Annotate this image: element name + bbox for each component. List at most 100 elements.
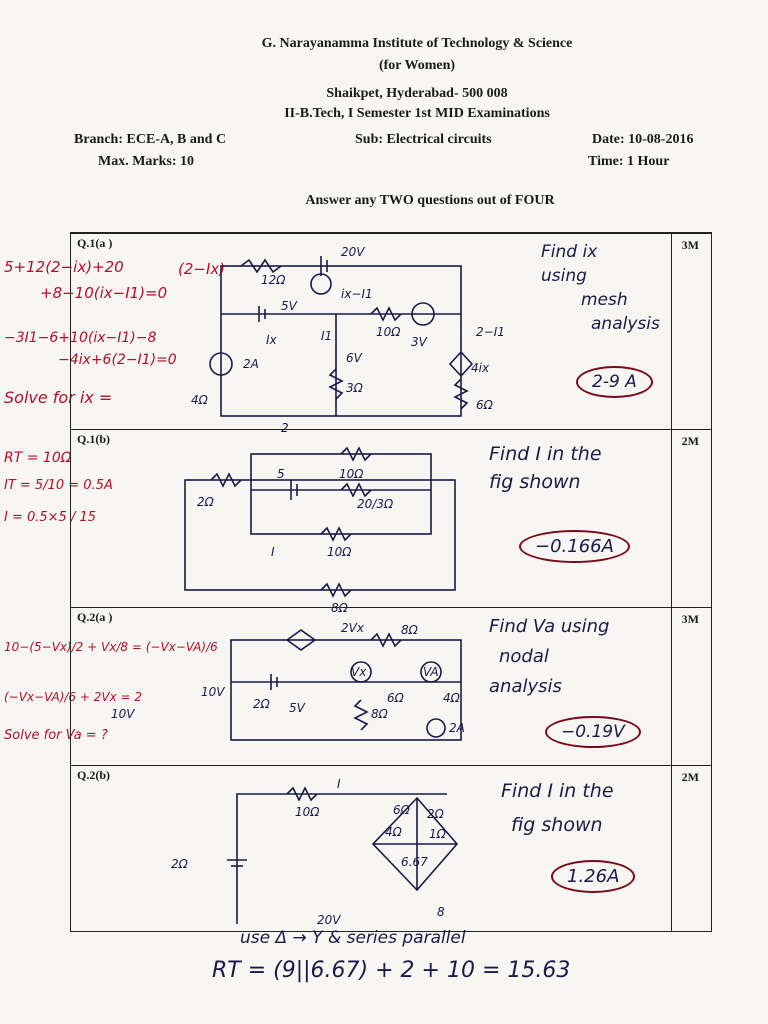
prompt-line-3: mesh [581, 290, 628, 310]
circuit-label: I [337, 777, 341, 791]
prompt-line-2: fig shown [511, 814, 603, 836]
q1a-note-1: 5+12(2−ix)+20 [4, 258, 124, 276]
q1a-note-3: −3I1−6+10(ix−I1)−8 [4, 330, 157, 346]
prompt-line-1: Find I in the [489, 443, 602, 465]
question-label: Q.2(a ) [77, 610, 113, 624]
circuit-diagram-q1a: 20V 12Ω 5V ix−I1 10Ω 3V 2−I1 4ix 6Ω 6V 3… [191, 245, 505, 435]
answer-badge: 2-9 A [576, 366, 653, 398]
circuit-label: 8Ω [331, 601, 349, 615]
date-text: Date: 10-08-2016 [592, 132, 694, 147]
circuit-label: 6Ω [387, 691, 405, 705]
circuit-label: 20V [341, 245, 365, 259]
circuit-label: 2 [281, 421, 289, 435]
circuit-diagram-q2b: I 10Ω 6Ω 2Ω 4Ω 1Ω 6.67 2Ω 20V 8 [171, 777, 459, 927]
circuit-label: 6Ω [476, 398, 494, 412]
circuit-label: I1 [321, 329, 332, 343]
circuit-label: Vx [351, 665, 367, 679]
institute-name: G. Narayanamma Institute of Technology &… [261, 36, 573, 51]
circuit-label: 20V [317, 913, 341, 927]
circuit-label: 4Ω [443, 691, 461, 705]
institute-address: Shaikpet, Hyderabad- 500 008 [326, 86, 508, 101]
prompt-line-2: fig shown [489, 471, 581, 493]
circuit-diagram-q1b: 10Ω 5 20/3Ω 2Ω I 10Ω 8Ω [184, 446, 456, 615]
circuit-label: 5V [289, 701, 306, 715]
prompt-line-2: using [541, 266, 587, 286]
q1b-note-3: I = 0.5×5 / 15 [4, 510, 97, 525]
circuit-label: 10V [111, 707, 135, 721]
max-marks-text: Max. Marks: 10 [98, 154, 195, 169]
prompt-line-3: analysis [489, 676, 562, 697]
question-label: Q.1(b) [77, 432, 110, 446]
circuit-label: 4ix [471, 361, 490, 375]
branch-text: Branch: ECE-A, B and C [74, 132, 227, 147]
question-label: Q.1(a ) [77, 236, 113, 250]
circuit-diagram-q2a: 2Vx 8Ω Vx VA 10V 2Ω 5V 6Ω 4Ω 8Ω 2A 10V [111, 621, 465, 741]
instruction-text: Answer any TWO questions out of FOUR [305, 193, 555, 208]
circuit-label: 2Ω [253, 697, 271, 711]
question-table: Q.1(a ) 3M 20V 12Ω 5V ix−I1 10Ω 3V 2−I1 … [70, 232, 712, 932]
question-row-q1a: Q.1(a ) 3M 20V 12Ω 5V ix−I1 10Ω 3V 2−I1 … [71, 233, 711, 435]
answer-badge: −0.166A [519, 530, 630, 563]
circuit-label: 2Ω [171, 857, 189, 871]
q2a-note-3: Solve for Va = ? [4, 728, 108, 743]
circuit-label: 2A [449, 721, 465, 735]
circuit-label: 10V [201, 685, 225, 699]
question-prompt: Find Va using nodal analysis [489, 612, 609, 702]
circuit-label: 2Ω [197, 495, 215, 509]
circuit-label: 6Ω [393, 803, 411, 817]
circuit-label: 3V [411, 335, 428, 349]
circuit-label: 5V [281, 299, 298, 313]
q1b-note-2: IT = 5/10 = 0.5A [4, 478, 113, 493]
circuit-label: 2A [243, 357, 259, 371]
marks-column-divider [671, 233, 672, 931]
circuit-label: 10Ω [376, 325, 401, 339]
answer-badge: 1.26A [551, 860, 636, 893]
marks-label: 2M [681, 770, 699, 784]
footer-note-2: RT = (9||6.67) + 2 + 10 = 15.63 [212, 958, 571, 983]
footer-note-1: use Δ → Y & series parallel [240, 928, 466, 948]
question-row-q2b: Q.2(b) 2M I 10Ω 6Ω 2Ω 4Ω 1Ω 6.67 2Ω 20V … [71, 765, 711, 933]
q1b-note-1: RT = 10Ω [4, 450, 72, 466]
circuit-label: 6.67 [401, 855, 428, 869]
q1a-note-2: +8−10(ix−I1)=0 [40, 284, 168, 302]
circuit-label: I [271, 545, 275, 559]
question-label: Q.2(b) [77, 768, 110, 782]
q1a-note-5: (2−Ix) [178, 260, 226, 278]
subject-text: Sub: Electrical circuits [355, 132, 492, 147]
q1a-note-4: −4ix+6(2−I1)=0 [58, 352, 177, 368]
circuit-label: 1Ω [429, 827, 447, 841]
circuit-label: 6V [346, 351, 363, 365]
time-text: Time: 1 Hour [588, 154, 670, 169]
question-row-q2a: Q.2(a ) 3M 2Vx 8Ω Vx VA 10V 2Ω 5V 6Ω 4Ω … [71, 607, 711, 765]
circuit-label: VA [423, 665, 439, 679]
circuit-label: 20/3Ω [357, 497, 394, 511]
question-row-q1b: Q.1(b) 2M 10Ω 5 20/3Ω 2Ω I 10Ω 8Ω Find I… [71, 429, 711, 615]
q2a-note-2: (−Vx−VA)/6 + 2Vx = 2 [4, 690, 143, 704]
circuit-label: 4Ω [385, 825, 403, 839]
answer-badge: −0.19V [545, 716, 641, 748]
question-prompt: Find I in the fig shown [501, 774, 614, 842]
marks-label: 3M [681, 238, 699, 252]
circuit-label: Ix [266, 333, 278, 347]
marks-label: 3M [681, 612, 699, 626]
circuit-label: 4Ω [191, 393, 209, 407]
circuit-label: 10Ω [327, 545, 352, 559]
circuit-label: 8Ω [401, 623, 419, 637]
circuit-label: 5 [277, 467, 285, 481]
marks-label: 2M [681, 434, 699, 448]
institute-subtitle: (for Women) [378, 58, 456, 73]
circuit-label: 3Ω [346, 381, 364, 395]
q2a-note-1: 10−(5−Vx)/2 + Vx/8 = (−Vx−VA)/6 [4, 640, 218, 654]
prompt-line-1: Find Va using [489, 616, 610, 637]
question-prompt: Find ix using mesh analysis [541, 240, 660, 336]
circuit-label: 2−I1 [476, 325, 505, 339]
circuit-label: 12Ω [261, 273, 286, 287]
circuit-label: 10Ω [339, 467, 364, 481]
circuit-label: 8 [437, 905, 445, 919]
exam-title: II-B.Tech, I Semester 1st MID Examinatio… [284, 106, 550, 121]
prompt-line-4: analysis [591, 314, 660, 334]
prompt-line-2: nodal [499, 646, 549, 667]
prompt-line-1: Find ix [541, 242, 598, 262]
question-prompt: Find I in the fig shown [489, 440, 602, 496]
circuit-label: 2Ω [427, 807, 445, 821]
